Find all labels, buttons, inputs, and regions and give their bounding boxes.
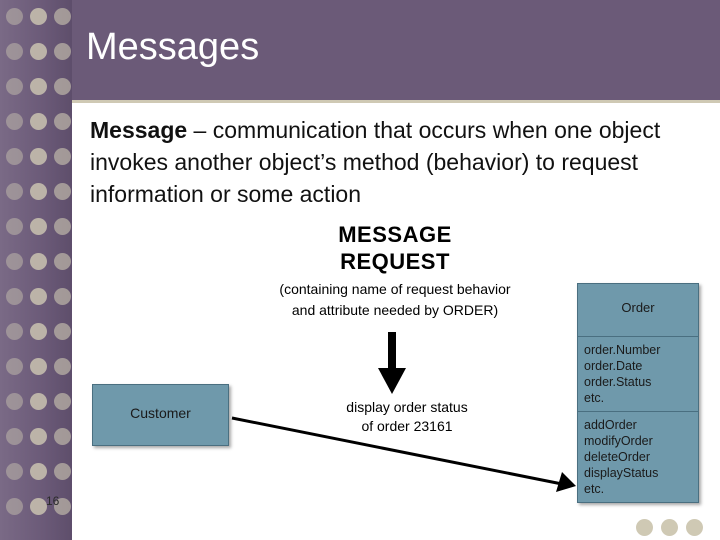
decorative-dot [6, 288, 23, 305]
decorative-dot [30, 8, 47, 25]
decorative-dot [636, 519, 653, 536]
decorative-dot [54, 358, 71, 375]
decorative-dot [6, 358, 23, 375]
decorative-dot [30, 463, 47, 480]
order-attributes-compartment: order.Number order.Date order.Status etc. [578, 337, 698, 412]
order-operations-compartment: addOrder modifyOrder deleteOrder displaySta… [578, 412, 698, 502]
order-operation: displayStatus [584, 466, 659, 480]
decorative-dot [661, 519, 678, 536]
header-band [72, 0, 720, 100]
decorative-dot [6, 218, 23, 235]
decorative-dot [54, 113, 71, 130]
decorative-dot [30, 183, 47, 200]
decorative-dot [6, 253, 23, 270]
decorative-dot [54, 498, 71, 515]
body-rest-text: – communication that occurs when one obj… [90, 117, 661, 207]
customer-object-box: Customer [92, 384, 229, 446]
order-class-name: Order [621, 300, 655, 315]
decorative-dot [30, 498, 47, 515]
order-attribute: order.Date [584, 359, 643, 373]
decorative-dot [54, 323, 71, 340]
decorative-dot [6, 323, 23, 340]
decorative-dot [54, 43, 71, 60]
left-decorative-band [0, 0, 72, 540]
order-class-name-compartment: Order [578, 284, 698, 337]
message-arrow-label: display order status of order 23161 [307, 398, 507, 436]
decorative-dot [54, 288, 71, 305]
decorative-dot [54, 148, 71, 165]
order-operation: addOrder [584, 418, 637, 432]
decorative-dot [30, 43, 47, 60]
decorative-dot [30, 113, 47, 130]
bottom-dot-decoration [636, 516, 720, 540]
figure-subtitle-line2: and attribute needed by ORDER) [291, 302, 499, 318]
decorative-dot [686, 519, 703, 536]
page-title: Messages [86, 26, 260, 68]
body-paragraph: Message – communication that occurs when… [90, 114, 700, 210]
message-arrow-label-line2: of order 23161 [361, 418, 453, 434]
customer-box-label: Customer [130, 405, 191, 421]
order-class-box: Order order.Number order.Date order.Status… [577, 283, 699, 503]
decorative-dot [54, 183, 71, 200]
decorative-dot [54, 428, 71, 445]
decorative-dot [6, 8, 23, 25]
figure-subtitle: (containing name of request behavior and… [92, 279, 698, 321]
decorative-dot [54, 218, 71, 235]
body-lead-term: Message [90, 117, 188, 143]
decorative-dot [6, 148, 23, 165]
figure-title: MESSAGE REQUEST [92, 222, 698, 276]
decorative-dot [6, 428, 23, 445]
decorative-dot [54, 463, 71, 480]
decorative-dot [6, 393, 23, 410]
order-attribute: etc. [584, 391, 605, 405]
figure-title-line1: MESSAGE [338, 222, 452, 247]
order-operation: modifyOrder [584, 434, 653, 448]
header-underline [72, 100, 720, 103]
diagram-arrows [231, 332, 576, 492]
decorative-dot [30, 78, 47, 95]
order-operation: etc. [584, 482, 605, 496]
message-arrow-label-line1: display order status [346, 399, 468, 415]
decorative-dot [6, 498, 23, 515]
decorative-dot [6, 43, 23, 60]
figure-title-line2: REQUEST [340, 249, 450, 274]
decorative-dot [30, 218, 47, 235]
order-operation: deleteOrder [584, 450, 651, 464]
decorative-dot [30, 428, 47, 445]
decorative-dot [54, 253, 71, 270]
decorative-dot [54, 393, 71, 410]
order-attribute: order.Number [584, 343, 661, 357]
decorative-dot [6, 113, 23, 130]
decorative-dot [30, 253, 47, 270]
decorative-dot [30, 323, 47, 340]
diagram-figure: MESSAGE REQUEST (containing name of requ… [92, 222, 699, 512]
figure-subtitle-line1: (containing name of request behavior [279, 281, 511, 297]
order-attribute: order.Status [584, 375, 652, 389]
decorative-dot [30, 358, 47, 375]
decorative-dot [54, 8, 71, 25]
decorative-dot [54, 78, 71, 95]
decorative-dot [30, 288, 47, 305]
decorative-dot [30, 148, 47, 165]
dot-grid [0, 0, 72, 540]
decorative-dot [6, 463, 23, 480]
decorative-dot [30, 393, 47, 410]
decorative-dot [6, 183, 23, 200]
slide-number: 16 [46, 494, 60, 508]
decorative-dot [6, 78, 23, 95]
